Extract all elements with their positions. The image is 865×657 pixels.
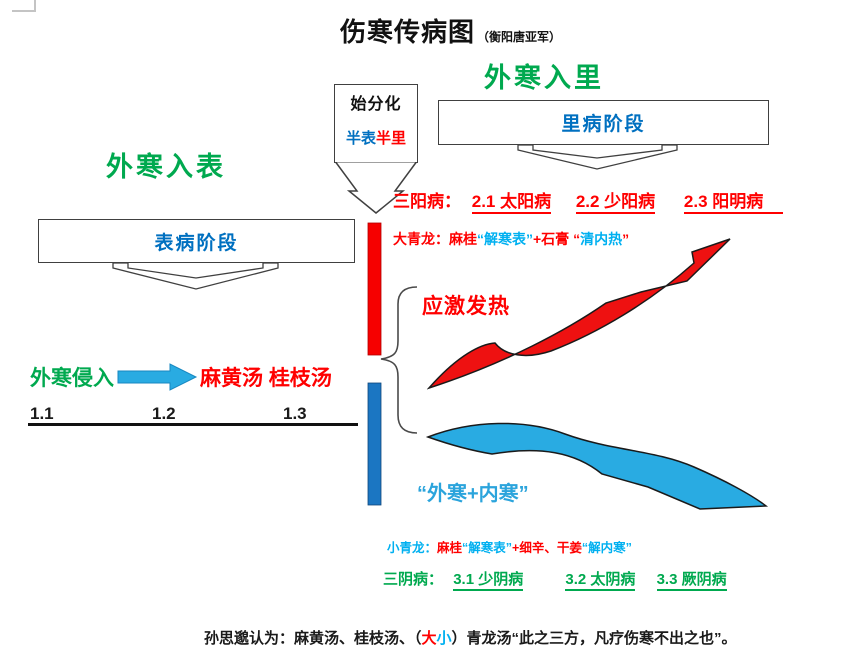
- table-corner-mark-horizontal: [12, 10, 36, 12]
- table-corner-mark-vertical: [34, 0, 36, 12]
- heading-cold-enters-surface: 外寒入表: [106, 152, 226, 182]
- half-exterior-half-interior-label: 半表半里: [346, 127, 406, 148]
- jueyin-disease-item: 3.3 厥阴病: [656, 571, 727, 591]
- three-yang-label: 三阳病：: [393, 192, 461, 211]
- interior-disease-stage-box: 里病阶段: [438, 100, 769, 145]
- big-green-dragon-formula-line: 大青龙：麻桂“解寒表”+石膏 “清内热”: [393, 229, 629, 249]
- down-chevron-interior-stage: [517, 144, 678, 170]
- note-big-char: 大: [421, 630, 437, 647]
- title-main: 伤寒传病图: [340, 18, 476, 47]
- scale-number-1-2: 1.2: [152, 404, 176, 423]
- taiyang-disease-item: 2.1 太阳病: [471, 192, 552, 214]
- curly-brace: [380, 286, 418, 434]
- daqinglong-label: 大青龙：麻桂: [393, 231, 477, 247]
- external-plus-internal-cold-label: “外寒+内寒”: [417, 483, 529, 505]
- initial-differentiation-box: 始分化 半表半里: [334, 84, 418, 163]
- magui-text: 麻桂: [437, 541, 463, 555]
- relieve-cold-surface-text-2: “解寒表”: [462, 541, 513, 555]
- yangming-disease-item: 2.3 阳明病: [683, 192, 784, 214]
- gypsum-text: +石膏 “: [533, 231, 581, 247]
- heading-cold-enters-interior: 外寒入里: [484, 63, 604, 93]
- blue-stage-bar: [367, 382, 382, 506]
- title-subtitle: （衡阳唐亚军）: [477, 30, 562, 44]
- shaoyin-disease-item: 3.1 少阴病: [453, 571, 524, 591]
- external-cold-invasion-label: 外寒侵入: [30, 367, 114, 390]
- relieve-inner-cold-text: “解内寒”: [581, 541, 632, 555]
- page-title: 伤寒传病图（衡阳唐亚军）: [340, 12, 561, 49]
- half-exterior-text: 半表: [345, 130, 376, 147]
- sun-simiao-note: 孙思邈认为：麻黄汤、桂枝汤、（大小）青龙汤“此之三方，凡疗伤寒不出之也”。: [204, 627, 737, 648]
- red-stage-bar: [367, 222, 382, 356]
- closing-quote: ”: [622, 231, 630, 247]
- surface-disease-stage-box: 表病阶段: [38, 219, 355, 263]
- relieve-cold-surface-text: “解寒表”: [477, 231, 533, 247]
- interior-disease-stage-label: 里病阶段: [561, 114, 646, 135]
- stress-fever-label: 应激发热: [422, 295, 510, 318]
- xixin-ganjiang-text: +细辛、干姜: [512, 541, 582, 555]
- note-text-2: ）青龙汤“此之三方，凡疗伤寒不出之也”。: [451, 630, 737, 647]
- mahuang-guizhi-decoction-label: 麻黄汤 桂枝汤: [200, 367, 332, 390]
- xiaoqinglong-label: 小青龙：: [387, 541, 438, 555]
- half-interior-text: 半里: [376, 130, 407, 147]
- note-text-1: 孙思邈认为：麻黄汤、桂枝汤、（: [204, 630, 422, 647]
- three-yang-diseases-row: 三阳病： 2.1 太阳病 2.2 少阳病 2.3 阳明病: [393, 187, 784, 214]
- scale-number-1-3: 1.3: [283, 404, 307, 423]
- down-chevron-surface-stage: [112, 262, 279, 290]
- three-yin-diseases-row: 三阴病： 3.1 少阴病 3.2 太阴病 3.3 厥阴病: [383, 568, 727, 591]
- right-block-arrow: [117, 363, 198, 391]
- shaoyang-disease-item: 2.2 少阳病: [575, 192, 656, 214]
- scale-baseline-rule: [28, 423, 358, 426]
- scale-number-1-1: 1.1: [30, 404, 54, 423]
- clear-inner-heat-text: 清内热: [580, 231, 623, 247]
- surface-disease-stage-label: 表病阶段: [154, 232, 239, 254]
- initial-differentiation-label: 始分化: [350, 96, 402, 113]
- small-green-dragon-formula-line: 小青龙：麻桂“解寒表”+细辛、干姜“解内寒”: [387, 537, 632, 556]
- three-yin-label: 三阴病：: [383, 571, 444, 588]
- note-small-char: 小: [436, 630, 452, 647]
- taiyin-disease-item: 3.2 太阴病: [565, 571, 636, 591]
